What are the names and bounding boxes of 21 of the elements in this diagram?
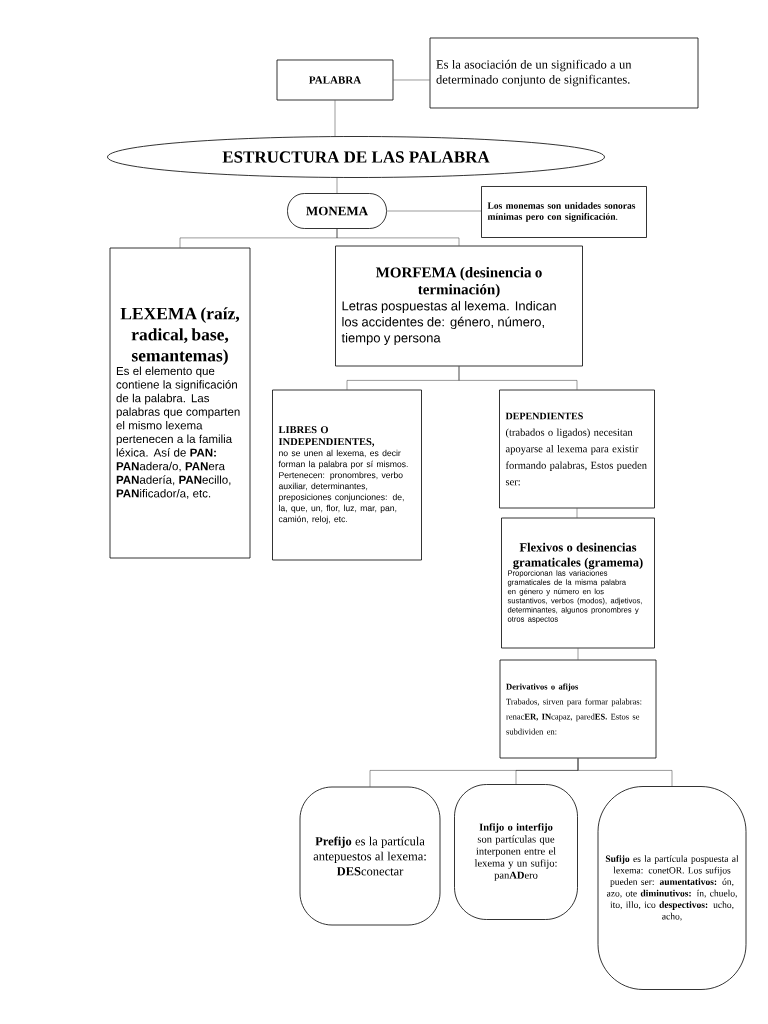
connector-line — [458, 366, 578, 390]
note-box: Los monemas son unidades sonoras mínimas pero con significación. — [481, 186, 647, 238]
rounded-box: Infijo o interfijo son partículas que interponen entre el lexema y un sufijo: panADero — [454, 784, 578, 920]
connector-line — [393, 79, 430, 81]
definition-box: Es la asociación de un significado a un determinado conjunto de significantes. — [429, 37, 699, 109]
connector-line — [576, 508, 578, 518]
connector-line — [336, 177, 338, 194]
concept-box: Derivativos o afijos Trabados, sirven para formar palabras: renacER, INcapaz, paredES. Estos se subdividen en: — [499, 659, 657, 759]
connector-line — [336, 228, 460, 246]
connector-line — [577, 648, 579, 660]
title-box: PALABRA — [276, 59, 394, 101]
rounded-box: Prefijo es la partícula antepuestos al lexema: DESconectar — [299, 786, 441, 926]
concept-box: MONEMA — [287, 193, 387, 229]
connector-line — [577, 758, 673, 787]
rounded-box: Sufijo es la partícula pospuesta al lexema: conetOR. Los sufijos pueden ser: aumentativos: ón, azo, ote diminutivos: ín, chuelo, ito, illo, ico despectivos: ucho, acho, — [597, 786, 747, 990]
concept-box: MORFEMA (desinencia o terminación) Letras pospuestas al lexema. Indican los accidentes de: género, número, tiempo y persona — [335, 245, 583, 367]
concept-box: LEXEMA (raíz, radical, base, semantemas) Es el elemento que contiene la significación de la palabra. Las palabras que comparten el mismo lexema pertenecen a la familia léxica. Así de PAN: PANadera/o, PANera PANadería, PANecillo, PANificador/a, etc. — [109, 247, 251, 559]
concept-box: LIBRES O INDEPENDIENTES, no se unen al lexema, es decir forman la palabra por sí mismos. Pertenecen: pronombres, verbo auxiliar, determinantes, preposiciones conjunciones: de, la, que, un, flor, luz, mar, pan, camión, reloj, etc. — [272, 389, 422, 561]
connector-line — [386, 210, 482, 212]
concept-box: DEPENDIENTES (trabados o ligados) necesitan apoyarse al lexema para existir formando palabras, Estos pueden ser: — [499, 389, 655, 509]
connector-line — [334, 100, 336, 137]
